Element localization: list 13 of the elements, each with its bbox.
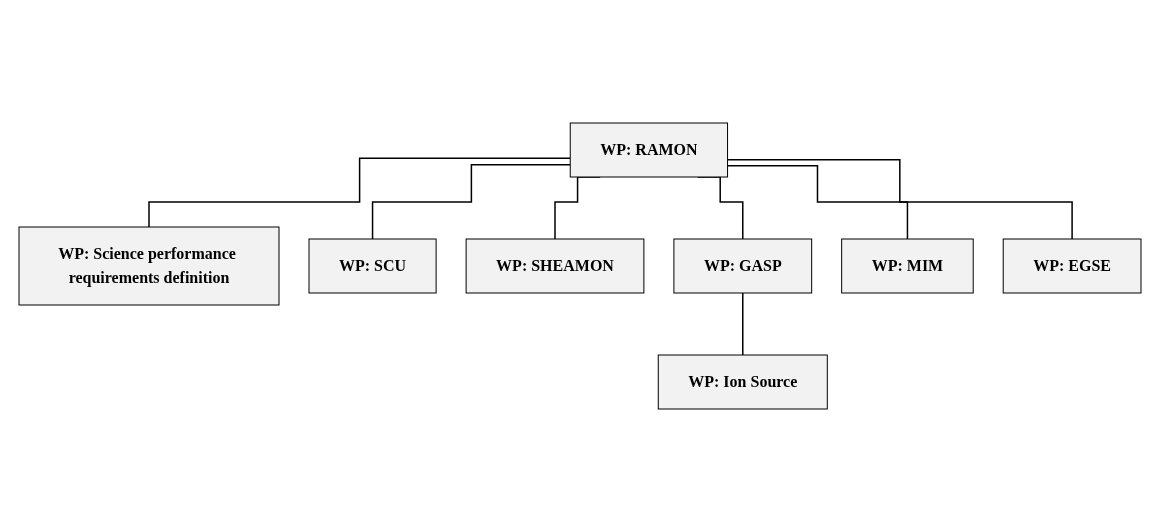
connector	[147, 156, 571, 228]
node-box: WP: RAMON	[569, 122, 728, 177]
node-box: WP: EGSE	[1002, 238, 1141, 293]
connector	[726, 164, 908, 240]
connector	[741, 291, 744, 356]
node-box: WP: SCU	[308, 238, 437, 293]
connector	[371, 163, 571, 240]
node-box: WP: Ion Source	[657, 354, 828, 409]
node-box: WP: SHEAMON	[465, 238, 644, 293]
connector	[726, 158, 1073, 240]
node-box: WP: Science performance requirements definition	[18, 226, 279, 305]
node-box: WP: MIM	[840, 238, 974, 293]
node-box: WP: GASP	[672, 238, 812, 293]
